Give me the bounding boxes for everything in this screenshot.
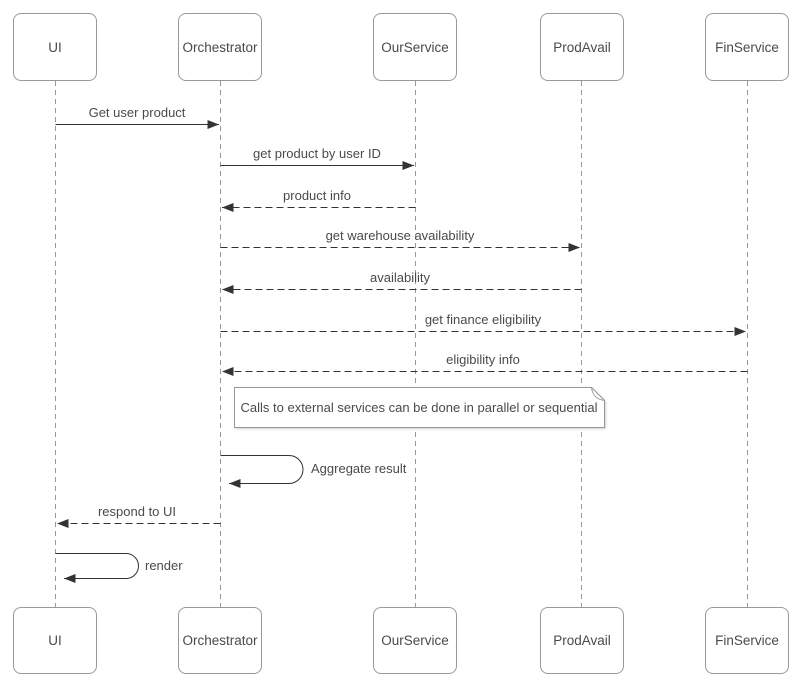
- participant-label: OurService: [381, 39, 449, 55]
- message-label-availability: availability: [370, 270, 430, 285]
- participant-label: UI: [48, 633, 62, 648]
- message-label-product-info: product info: [283, 188, 351, 203]
- self-loop-render: [55, 553, 140, 583]
- message-label-eligibility-info: eligibility info: [446, 352, 520, 367]
- participant-finservice-bottom: FinService: [705, 607, 789, 674]
- participant-ourservice-bottom: OurService: [373, 607, 457, 674]
- message-label-aggregate-result: Aggregate result: [311, 461, 407, 476]
- participant-label: Orchestrator: [182, 39, 258, 55]
- participant-ui-bottom: UI: [13, 607, 97, 674]
- message-label-get-warehouse-availability: get warehouse availability: [325, 228, 475, 243]
- participant-label: ProdAvail: [553, 633, 611, 648]
- participant-label: FinService: [715, 633, 779, 648]
- participant-finservice-top: FinService: [705, 13, 789, 81]
- message-label-render: render: [145, 558, 183, 573]
- participant-label: OurService: [381, 633, 449, 648]
- participant-prodavail-bottom: ProdAvail: [540, 607, 624, 674]
- participant-label: Orchestrator: [182, 633, 258, 648]
- note-text: Calls to external services can be done i…: [240, 400, 598, 415]
- note-shape: [234, 387, 605, 428]
- participant-ui-top: UI: [13, 13, 97, 81]
- participant-label: ProdAvail: [553, 39, 611, 55]
- message-label-get-product-by-user-id: get product by user ID: [253, 146, 381, 161]
- self-loop-aggregate-result: [220, 455, 304, 488]
- message-label-get-finance-eligibility: get finance eligibility: [424, 312, 542, 327]
- participant-ourservice-top: OurService: [373, 13, 457, 81]
- participant-orchestrator-top: Orchestrator: [178, 13, 262, 81]
- participant-prodavail-top: ProdAvail: [540, 13, 624, 81]
- participant-label: UI: [48, 39, 62, 55]
- message-label-get-user-product: Get user product: [88, 105, 186, 120]
- note-fold-icon: [591, 387, 605, 401]
- message-label-respond-to-ui: respond to UI: [97, 504, 177, 519]
- participant-orchestrator-bottom: Orchestrator: [178, 607, 262, 674]
- participant-label: FinService: [715, 39, 779, 55]
